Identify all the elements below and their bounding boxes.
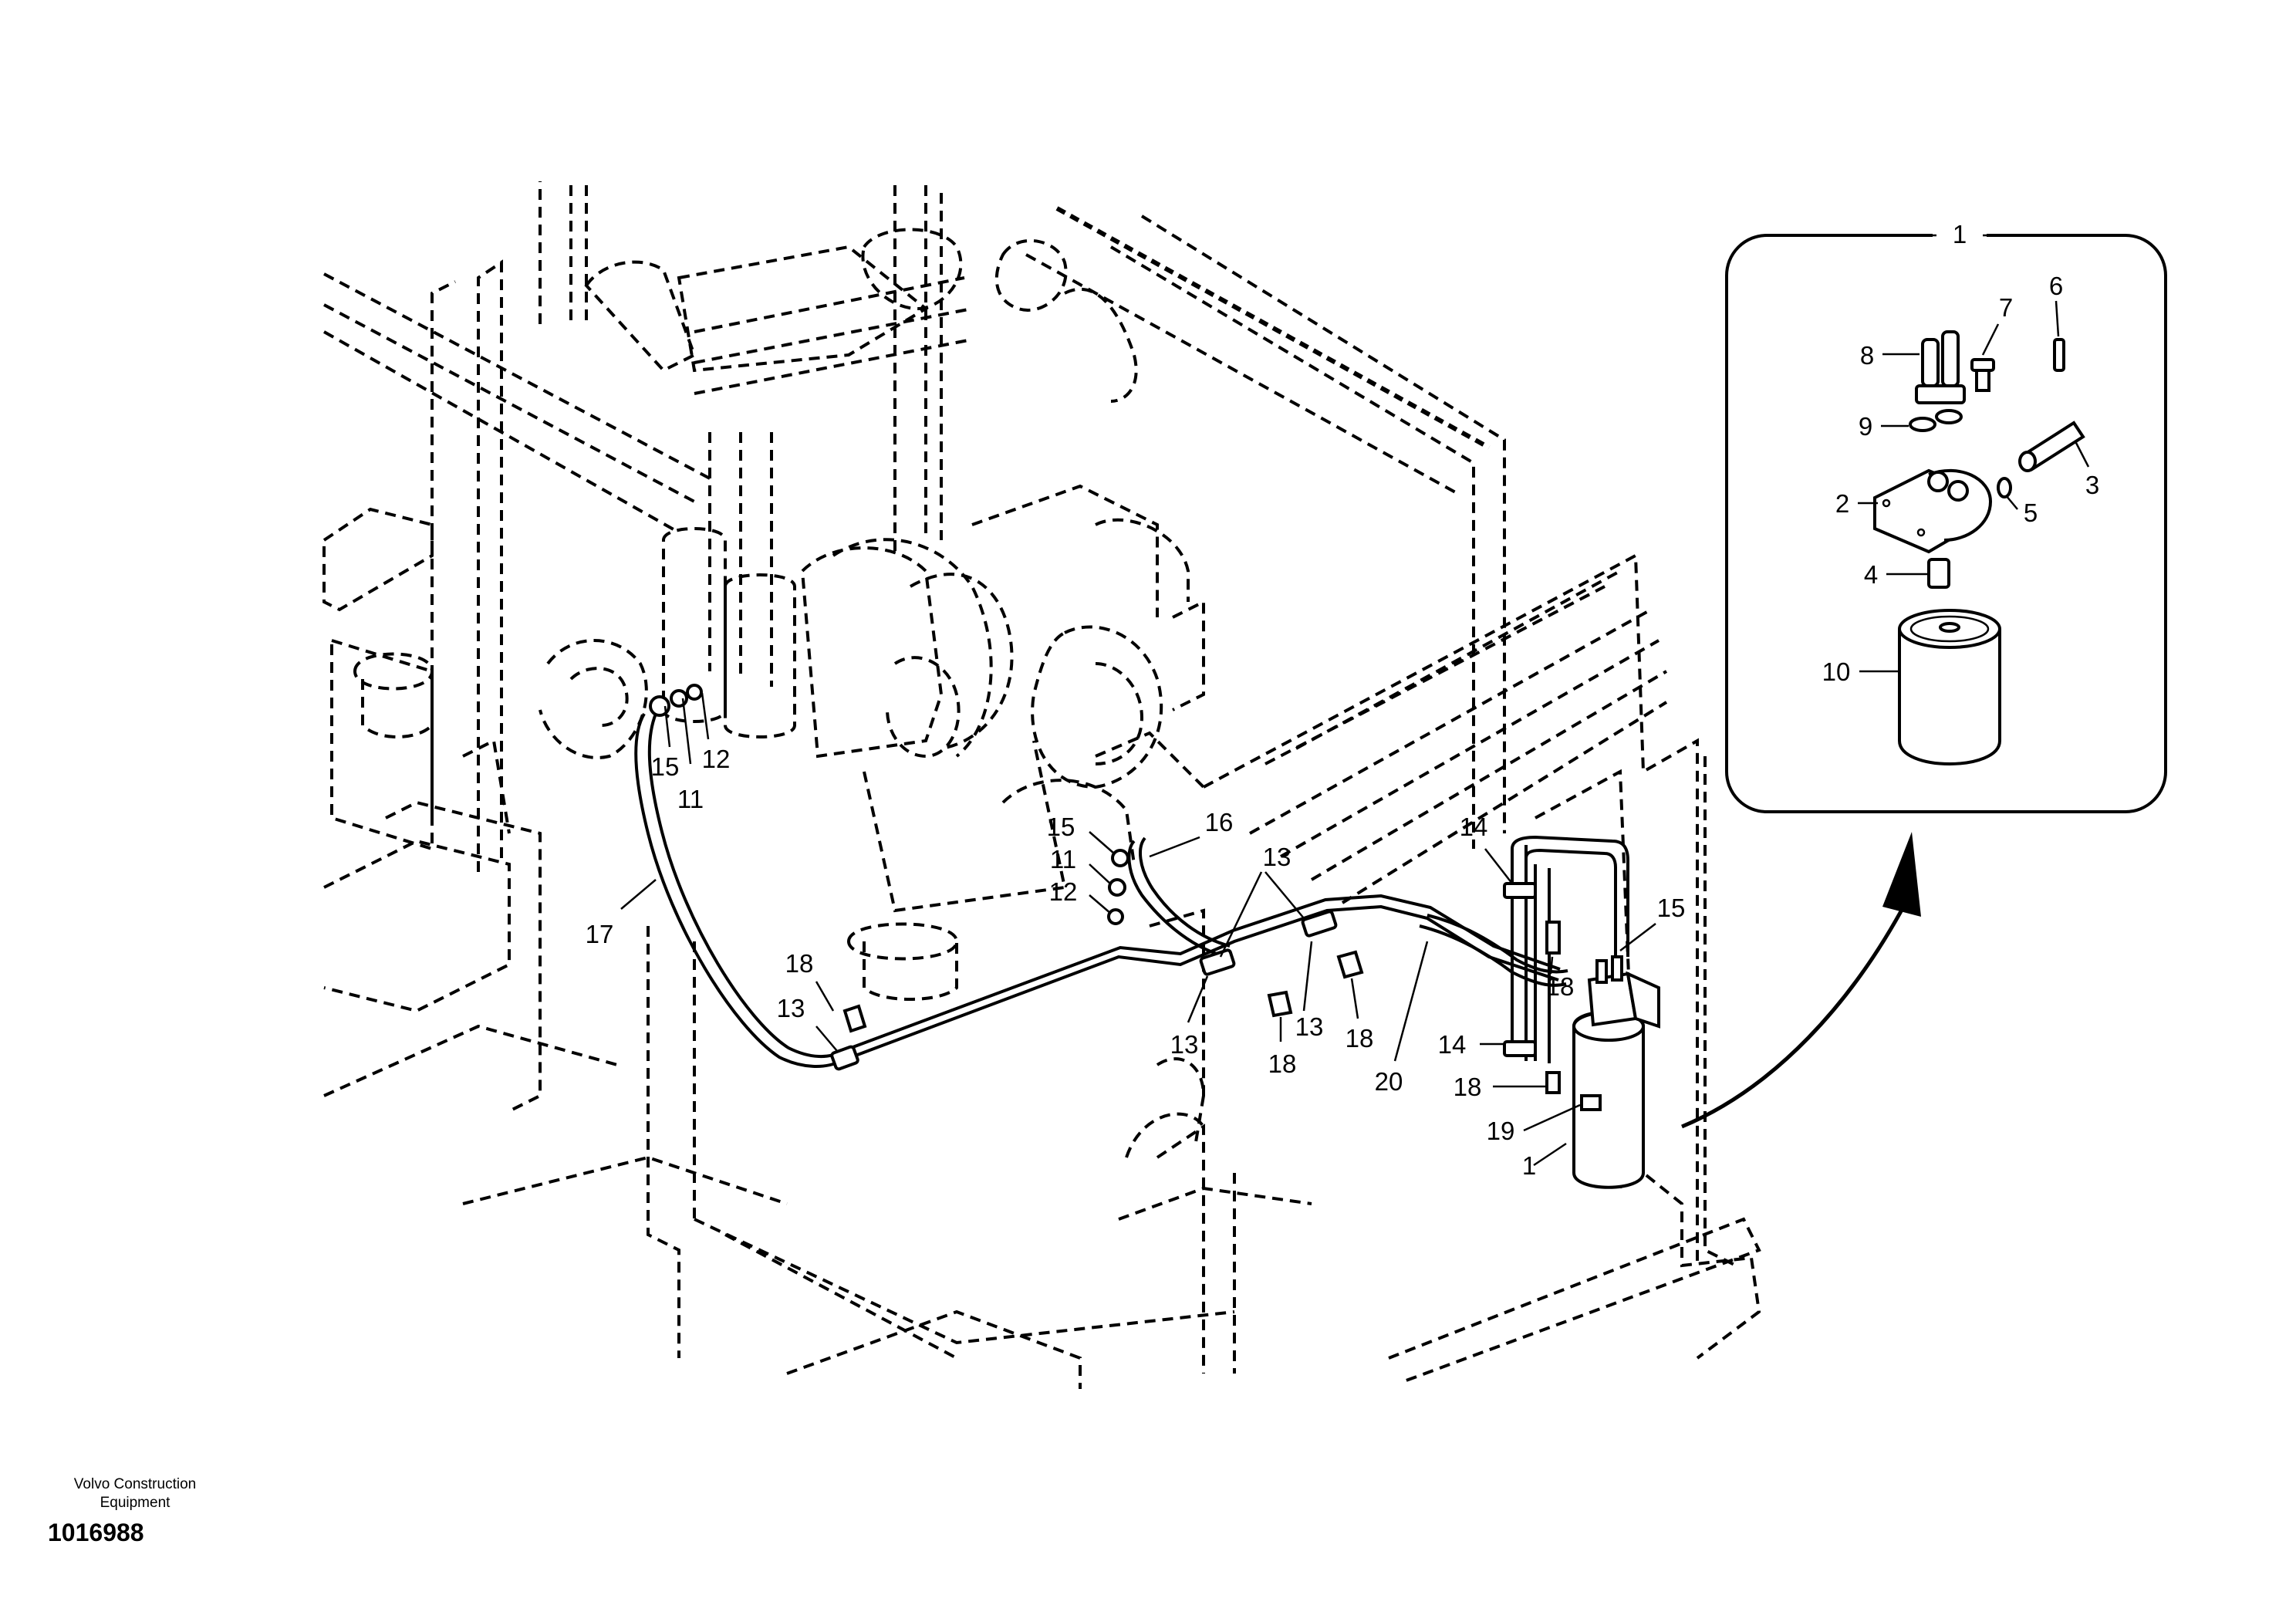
callout-15-mid: 15 xyxy=(1047,813,1075,841)
callout-19: 19 xyxy=(1487,1117,1515,1145)
brand-line-1: Volvo Construction xyxy=(73,1476,197,1492)
machine-frame-dashed xyxy=(322,181,1761,1389)
callout-11-mid: 11 xyxy=(1050,845,1076,874)
callout-13-top: 13 xyxy=(1263,843,1292,871)
callout-14-top: 14 xyxy=(1460,813,1488,841)
callout-18-right-top: 18 xyxy=(1546,972,1575,1001)
detail-label-9: 9 xyxy=(1859,412,1872,441)
detail-part-4 xyxy=(1927,558,1950,589)
detail-arrow xyxy=(1681,832,1921,1129)
detail-part-9 xyxy=(1909,409,1963,432)
detail-part-10 xyxy=(1898,609,2001,765)
hydraulic-hoses xyxy=(634,684,1629,1094)
callout-18-right-bottom: 18 xyxy=(1454,1073,1482,1101)
callout-13-bottom-right: 13 xyxy=(1295,1012,1324,1041)
detail-label-5: 5 xyxy=(2024,498,2038,527)
detail-view-box: 1 8 7 6 9 3 5 2 4 10 xyxy=(1725,220,2167,813)
callout-13-bottom-left: 13 xyxy=(1170,1030,1199,1059)
callout-13-left: 13 xyxy=(777,994,805,1022)
callout-labels: 15 12 11 17 18 13 15 11 12 16 13 13 13 1… xyxy=(586,745,1686,1180)
detail-part-5 xyxy=(1997,477,2012,498)
detail-label-3: 3 xyxy=(2085,471,2099,499)
detail-label-4: 4 xyxy=(1864,560,1878,589)
callout-1: 1 xyxy=(1522,1151,1536,1180)
detail-part-3 xyxy=(2018,421,2085,472)
callout-18-mid-left: 18 xyxy=(1268,1049,1297,1078)
detail-label-10: 10 xyxy=(1822,657,1851,686)
detail-part-8 xyxy=(1915,330,1966,404)
detail-part-2 xyxy=(1873,468,1993,554)
filter-assembly xyxy=(1572,955,1660,1189)
callout-leaders xyxy=(620,692,1656,1167)
callout-12-mid: 12 xyxy=(1049,877,1078,906)
drawing-number: 1016988 xyxy=(48,1519,144,1546)
detail-label-7: 7 xyxy=(1999,293,2013,322)
callout-11-engine: 11 xyxy=(677,785,704,813)
callout-16: 16 xyxy=(1205,808,1234,836)
callout-15-engine: 15 xyxy=(651,752,680,781)
callout-18-mid-right: 18 xyxy=(1346,1024,1374,1053)
detail-label-2: 2 xyxy=(1835,489,1849,518)
callout-17: 17 xyxy=(586,920,614,948)
detail-label-6: 6 xyxy=(2049,272,2063,300)
callout-18-left: 18 xyxy=(785,949,814,978)
detail-label-8: 8 xyxy=(1860,341,1874,370)
callout-20: 20 xyxy=(1375,1067,1403,1096)
callout-15-right: 15 xyxy=(1657,894,1686,922)
brand-line-2: Equipment xyxy=(100,1495,171,1511)
detail-title: 1 xyxy=(1953,220,1967,248)
detail-part-7 xyxy=(1970,358,1995,392)
detail-part-6 xyxy=(2053,338,2065,372)
brand-label: Volvo Construction Equipment xyxy=(31,1475,239,1512)
callout-14-bottom: 14 xyxy=(1438,1030,1467,1059)
callout-12-engine: 12 xyxy=(702,745,731,773)
